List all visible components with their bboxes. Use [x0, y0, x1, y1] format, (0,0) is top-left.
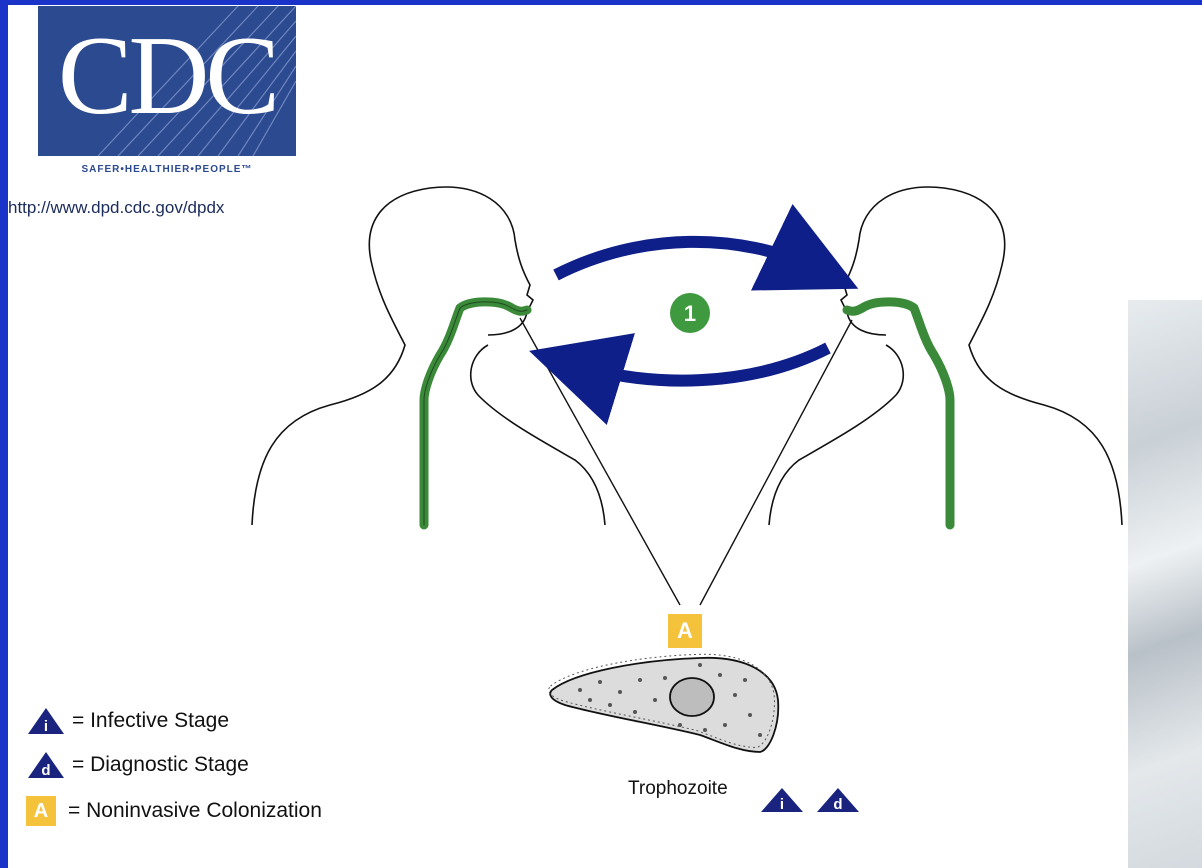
infective-stage-letter: i: [780, 796, 784, 813]
pointer-line-left: [520, 318, 680, 605]
left-respiratory-tract: [424, 302, 527, 525]
right-respiratory-tract: [847, 302, 950, 525]
svg-text:i: i: [44, 718, 48, 735]
trophozoite-illustration: [549, 654, 779, 752]
legend-colonization-text: = Noninvasive Colonization: [68, 799, 322, 823]
arrow-left-to-right: [556, 242, 815, 275]
svg-text:d: d: [41, 762, 50, 779]
noninvasive-colonization-marker: A: [668, 614, 702, 648]
diagnostic-stage-letter: d: [833, 796, 842, 813]
diagnostic-triangle-icon: d: [26, 750, 66, 780]
legend-diagnostic: d = Diagnostic Stage: [26, 750, 249, 780]
infective-triangle-icon: i: [26, 706, 66, 736]
legend-infective-text: = Infective Stage: [72, 709, 229, 733]
legend-colonization: A = Noninvasive Colonization: [26, 796, 322, 826]
trophozoite-label: Trophozoite: [628, 778, 728, 800]
colonization-badge-icon: A: [26, 796, 56, 826]
arrow-right-to-left: [575, 348, 828, 381]
legend-infective: i = Infective Stage: [26, 706, 229, 736]
legend-diagnostic-text: = Diagnostic Stage: [72, 753, 249, 777]
step-1-number: 1: [684, 301, 696, 326]
